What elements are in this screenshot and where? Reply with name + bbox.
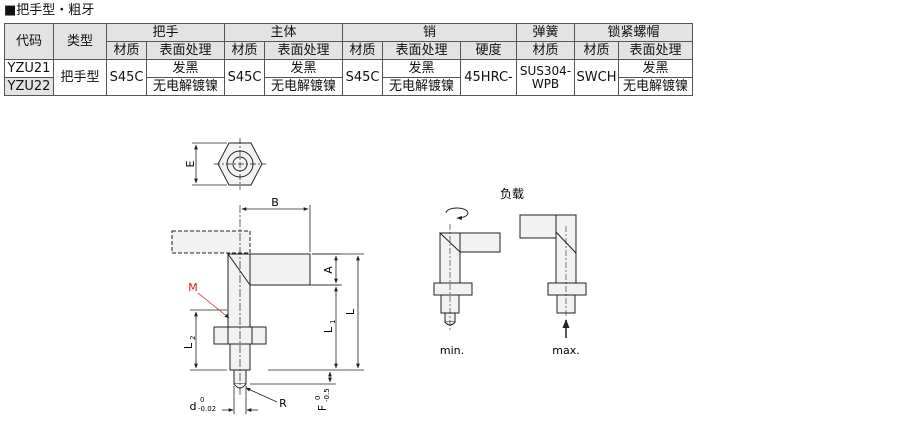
cell-handle-surface: 发黑 [146,59,225,78]
dim-label-L2-main: L [182,342,195,349]
handle-phantom [171,230,251,254]
dim-label-F: F 0 -0.5 [314,388,331,411]
max-label: max. [552,344,579,357]
spec-table: 代码 类型 把手 主体 销 弹簧 锁紧螺帽 材质 表面处理 材质 表面处理 材质… [4,23,693,96]
cell-locknut-surface: 无电解镀镍 [618,77,693,96]
top-view [192,138,266,190]
main-view-dimensions [190,205,364,414]
body-chamfer [439,232,461,253]
dim-label-B: B [271,196,279,209]
cell-body-surface: 无电解镀镍 [264,77,343,96]
header-locknut: 锁紧螺帽 [574,23,693,42]
cell-locknut-material: SWCH [574,59,619,96]
load-view-max [519,214,587,338]
min-label: min. [440,344,464,357]
header-handle: 把手 [106,23,225,42]
header-body: 主体 [224,23,343,42]
spring-material-line-1: SUS304- [519,63,572,78]
body-chamfer [227,253,251,286]
dim-label-M: M [188,281,198,294]
dim-label-L2: L 2 [182,336,197,350]
handle-angled [555,214,577,284]
header-pin: 销 [342,23,517,42]
cell-body-material: S45C [224,59,265,96]
dim-label-L1-main: L [322,326,335,333]
cell-code: YZU22 [4,77,54,96]
dim-label-F-main: F [316,405,329,411]
header-type: 类型 [53,23,107,60]
load-title: 负载 [500,187,524,201]
dim-label-d-tol-upper: 0 [200,396,204,404]
leader-line-M [197,292,230,319]
section-heading: ■把手型・粗牙 [4,3,95,18]
dim-label-E: E [184,160,197,167]
cell-code: YZU21 [4,59,54,78]
subheader-body-surface: 表面处理 [264,41,343,60]
cell-spring-material: SUS304- WPB [516,59,575,96]
lock-nut [547,282,587,296]
subheader-handle-material: 材质 [106,41,147,60]
dim-label-L1-sub: 1 [329,320,337,324]
dim-label-R: R [279,397,287,410]
main-side-view [171,205,311,396]
body [227,253,251,329]
subheader-pin-material: 材质 [342,41,383,60]
dim-label-d-tol-lower: -0.02 [198,405,216,413]
table-row: YZU22 无电解镀镍 无电解镀镍 无电解镀镍 无电解镀镍 [4,77,693,96]
subheader-body-material: 材质 [224,41,265,60]
lock-nut [433,282,473,296]
cell-body-surface: 发黑 [264,59,343,78]
cell-pin-hardness: 45HRC- [460,59,517,96]
cell-handle-surface: 无电解镀镍 [146,77,225,96]
leader-line-R [245,387,278,403]
table-group-header-row: 代码 类型 把手 主体 销 弹簧 锁紧螺帽 [4,23,693,60]
subheader-pin-surface: 表面处理 [382,41,461,60]
cell-pin-surface: 无电解镀镍 [382,77,461,96]
dim-label-F-tol-lower: -0.5 [323,388,331,402]
spring-material-line-2: WPB [531,76,560,91]
dim-label-d: d [190,400,197,413]
cell-handle-material: S45C [106,59,147,96]
rotation-arrow-icon [445,207,469,221]
load-view-min [433,207,501,332]
cell-type: 把手型 [53,59,107,96]
dim-label-L: L [344,308,357,315]
dim-label-F-tol-upper: 0 [314,396,322,400]
dim-label-L2-sub: 2 [189,336,197,340]
dim-label-A: A [322,266,335,274]
dim-label-L1: L 1 [322,320,337,334]
